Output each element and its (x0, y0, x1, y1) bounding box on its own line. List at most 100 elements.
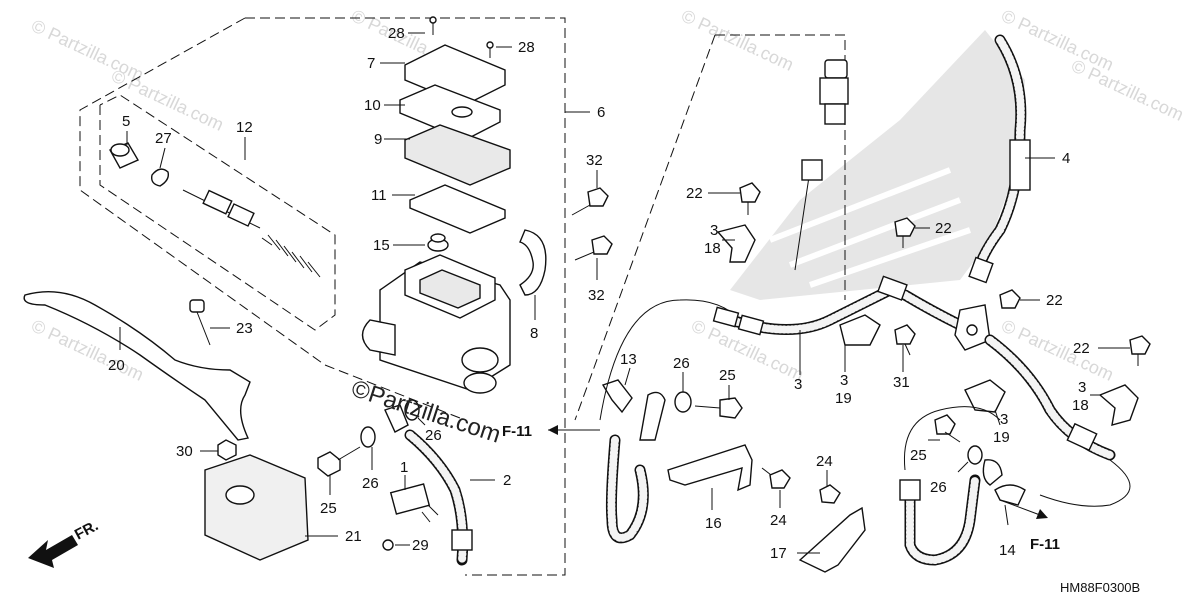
callout-22a: 22 (686, 185, 703, 202)
callout-18a: 18 (704, 240, 721, 257)
bolt-24b (819, 484, 841, 504)
screw-29 (382, 539, 394, 551)
callout-19a: 19 (835, 390, 852, 407)
callout-30: 30 (176, 443, 193, 460)
callout-28a: 28 (388, 25, 405, 42)
callout-26c: 26 (673, 355, 690, 372)
nut-30 (217, 439, 237, 461)
callout-7: 7 (367, 55, 375, 72)
brake-hose-right (984, 334, 1131, 507)
callout-5: 5 (122, 113, 130, 130)
callout-11: 11 (371, 187, 387, 204)
boot-15 (427, 233, 449, 252)
washer-26c (674, 391, 692, 413)
banjo-bolt-25a (317, 446, 361, 477)
clamp-18b (1098, 384, 1139, 426)
reservoir-plate (399, 84, 501, 141)
callout-13: 13 (620, 351, 637, 368)
brake-line-top (794, 59, 849, 271)
callout-27: 27 (155, 130, 172, 147)
callout-31: 31 (893, 374, 910, 391)
reservoir-gasket (409, 184, 506, 234)
callout-12: 12 (236, 119, 253, 136)
washer-26d (967, 445, 983, 465)
callout-24a: 24 (770, 512, 787, 529)
callout-20: 20 (108, 357, 125, 374)
bolt-31 (894, 324, 916, 356)
banjo-bolt-25b (694, 397, 743, 419)
ref-label-f11a: F-11 (502, 423, 532, 440)
washer-26a (360, 426, 376, 448)
brake-hose-4 (968, 34, 1031, 284)
front-direction-label: FR. (72, 517, 101, 543)
clamp-18a (716, 224, 756, 263)
callout-17: 17 (770, 545, 787, 562)
callout-22c: 22 (1046, 292, 1063, 309)
callout-10: 10 (364, 97, 381, 114)
callout-6: 6 (597, 104, 605, 121)
callout-24b: 24 (816, 453, 833, 470)
screw-28b (486, 41, 494, 58)
front-direction-arrow (28, 535, 78, 568)
watermark: © Partzilla.com (678, 5, 796, 74)
callout-3c: 3 (840, 372, 848, 389)
leader-lines (119, 32, 1130, 554)
callout-29: 29 (412, 537, 429, 554)
ref-arrow-f11b (999, 499, 1048, 519)
bolt-32a (571, 187, 609, 216)
callout-32a: 32 (586, 152, 603, 169)
callout-9: 9 (374, 131, 382, 148)
master-cylinder-box (245, 17, 566, 576)
callout-26b: 26 (425, 427, 442, 444)
callout-19b: 19 (993, 429, 1010, 446)
callout-8: 8 (530, 325, 538, 342)
bracket-17 (798, 506, 866, 573)
ref-arrow-f11a (548, 425, 600, 435)
diagram-code: HM88F0300B (1060, 580, 1140, 595)
hose-box-left (574, 34, 716, 421)
callout-3d: 3 (1078, 379, 1086, 396)
wing-emblem (730, 30, 1025, 300)
stop-switch-1 (389, 483, 439, 523)
piston-kit-box (99, 94, 336, 331)
washer-26b (404, 399, 420, 421)
bracket-16 (667, 444, 753, 492)
assembly-boxes (79, 17, 846, 576)
callout-23: 23 (236, 320, 253, 337)
clamp-19a (839, 314, 881, 346)
callout-22b: 22 (935, 220, 952, 237)
callout-22d: 22 (1073, 340, 1090, 357)
pivot-bolt-23 (189, 299, 211, 346)
callout-15: 15 (373, 237, 390, 254)
bolt-22c (999, 289, 1021, 309)
brake-hose-left (601, 379, 666, 544)
callout-2: 2 (503, 472, 511, 489)
callout-16: 16 (705, 515, 722, 532)
watermark: © Partzilla.com (998, 315, 1116, 384)
bracket-14 (994, 484, 1026, 506)
holder-8 (519, 229, 547, 296)
callout-26d: 26 (930, 479, 947, 496)
callout-1: 1 (400, 459, 408, 476)
callout-32b: 32 (588, 287, 605, 304)
bolt-24a (761, 467, 791, 489)
callout-25b: 25 (719, 367, 736, 384)
callout-3a: 3 (710, 222, 718, 239)
watermark: © Partzilla.com (1068, 55, 1186, 124)
bolt-22a (739, 182, 761, 215)
brake-hose-2 (384, 404, 473, 566)
clamp-19b (964, 379, 1006, 413)
callout-4: 4 (1062, 150, 1070, 167)
master-cylinder-body (361, 254, 511, 394)
three-way-joint (954, 304, 991, 351)
callout-26a: 26 (362, 475, 379, 492)
ref-label-f11b: F-11 (1030, 536, 1060, 553)
callout-21: 21 (345, 528, 362, 545)
callout-25a: 25 (320, 500, 337, 517)
screw-28a (429, 16, 437, 35)
brake-lever (23, 290, 251, 441)
callout-25c: 25 (910, 447, 927, 464)
piston-kit-parts (108, 142, 321, 278)
